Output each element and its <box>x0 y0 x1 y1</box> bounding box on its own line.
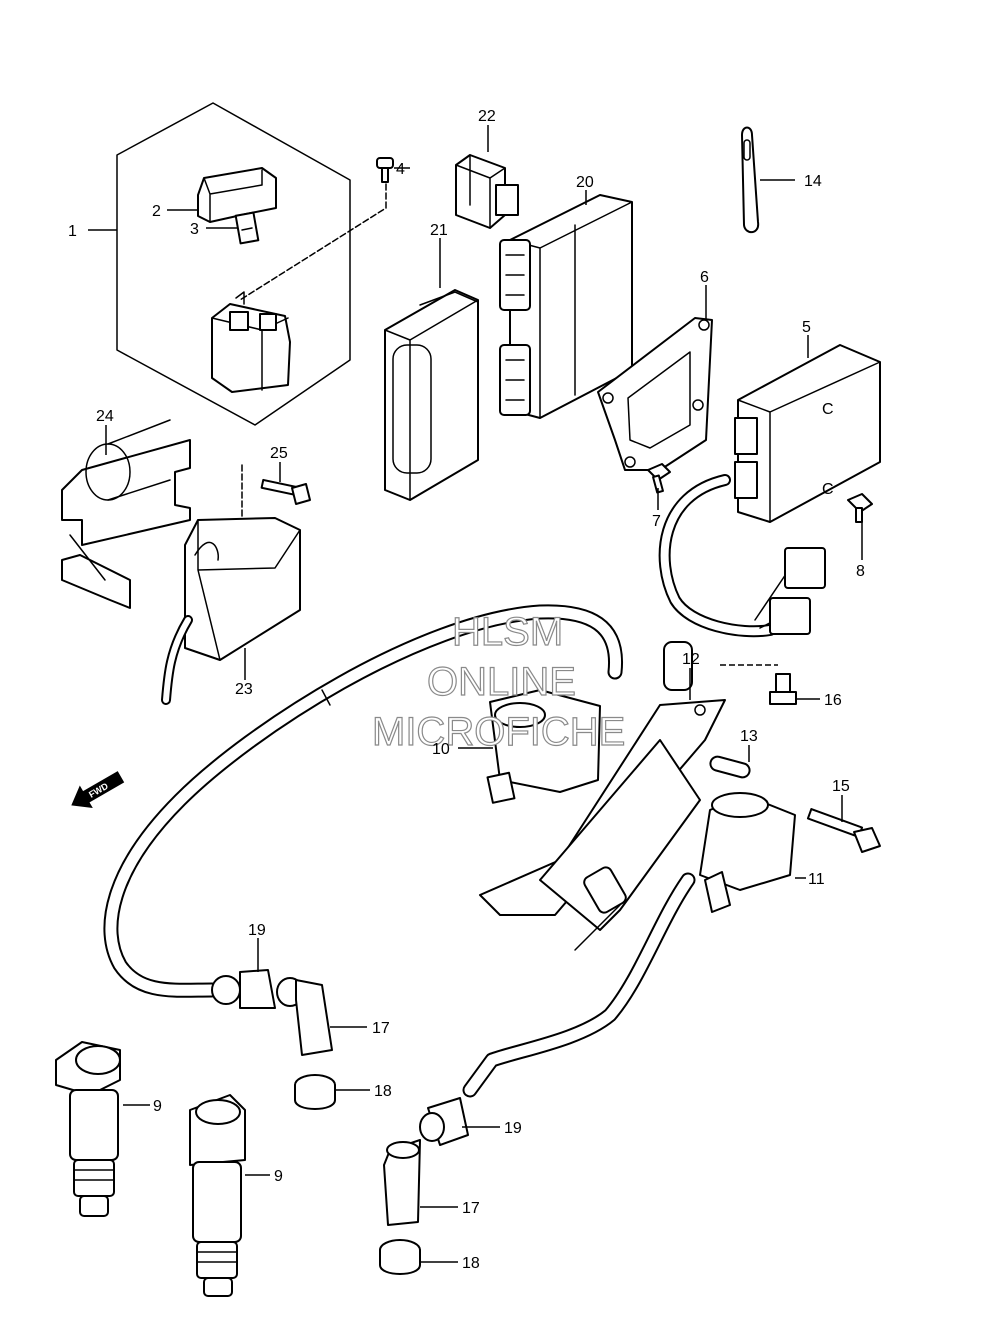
callout-18-right: 18 <box>462 1255 480 1272</box>
callout-11: 11 <box>808 871 825 888</box>
part-22-connector[interactable] <box>455 154 519 229</box>
part-17-plug-cap-left[interactable] <box>276 977 333 1056</box>
callout-2: 2 <box>152 203 161 220</box>
part-15-bolt[interactable] <box>806 808 881 853</box>
callout-13: 13 <box>740 728 758 745</box>
callout-17-left: 17 <box>372 1020 390 1037</box>
callout-7: 7 <box>652 513 661 530</box>
part-4-screw[interactable] <box>376 157 394 183</box>
part-24-holder[interactable] <box>61 419 191 609</box>
callout-14: 14 <box>804 173 822 190</box>
ht-lead-left <box>103 604 624 998</box>
part-7-bolt[interactable] <box>647 463 671 494</box>
callout-16: 16 <box>824 692 842 709</box>
part-13-spacer[interactable] <box>709 755 751 779</box>
callouts: 1 2 3 4 5 6 7 8 9 9 10 11 12 13 14 15 16… <box>68 108 865 1272</box>
callout-19-left: 19 <box>248 922 266 939</box>
part-12-bracket[interactable] <box>479 641 726 951</box>
callout-21: 21 <box>430 222 448 239</box>
watermark-line-3: MICROFICHE <box>372 710 625 754</box>
part-11-ignition-coil[interactable] <box>699 792 796 913</box>
callout-24: 24 <box>96 408 114 425</box>
callout-23: 23 <box>235 681 253 698</box>
callout-22: 22 <box>478 108 496 125</box>
callout-19-right: 19 <box>504 1120 522 1137</box>
part-2-fuse-cover[interactable] <box>197 167 277 223</box>
callout-12: 12 <box>682 651 700 668</box>
part-19-cap-right[interactable] <box>419 1097 469 1146</box>
part-23-module[interactable] <box>161 517 301 705</box>
leader-lines <box>88 125 863 1263</box>
fwd-arrow: FWD <box>71 771 125 809</box>
callout-6: 6 <box>700 269 709 286</box>
callout-5: 5 <box>802 319 811 336</box>
part-19-cap-left[interactable] <box>211 969 276 1009</box>
callout-15: 15 <box>832 778 850 795</box>
callout-9-left: 9 <box>153 1098 162 1115</box>
ht-lead-right <box>462 872 696 1098</box>
part-16-bolt[interactable] <box>769 673 797 705</box>
callout-17-right: 17 <box>462 1200 480 1217</box>
part-6-bracket[interactable] <box>597 317 713 471</box>
callout-1: 1 <box>68 223 77 240</box>
part-25-bolt[interactable] <box>260 478 311 505</box>
callout-18-left: 18 <box>374 1083 392 1100</box>
callout-10: 10 <box>432 741 450 758</box>
part-20-ecm[interactable] <box>499 194 633 419</box>
part-14-strap[interactable] <box>741 126 760 234</box>
part-21-ecm-case[interactable] <box>384 289 479 501</box>
watermark-line-1: HLSM <box>452 610 563 654</box>
watermark: HLSM ONLINE MICROFICHE <box>371 609 626 754</box>
part-10-ignition-coil[interactable] <box>486 689 601 804</box>
starter-relay[interactable] <box>211 291 291 393</box>
callout-9-right: 9 <box>274 1168 283 1185</box>
callout-4: 4 <box>396 161 405 178</box>
part-3-fuse[interactable] <box>234 211 260 245</box>
part-9-stick-coil-left[interactable] <box>55 1041 121 1217</box>
callout-20: 20 <box>576 174 594 191</box>
part-18-seal-left[interactable] <box>294 1074 336 1110</box>
module-mark-lower: C <box>822 481 834 498</box>
assembly-1-outline <box>116 102 351 426</box>
part-5-harness <box>658 474 826 638</box>
part-9-stick-coil-right[interactable] <box>189 1094 246 1297</box>
watermark-line-2: ONLINE <box>427 660 576 704</box>
part-5-control-unit[interactable]: C C <box>734 344 881 523</box>
part-8-bolt[interactable] <box>847 493 873 523</box>
callout-25: 25 <box>270 445 288 462</box>
part-18-seal-right[interactable] <box>379 1239 421 1275</box>
module-mark-upper: C <box>822 401 834 418</box>
callout-3: 3 <box>190 221 199 238</box>
callout-8: 8 <box>856 563 865 580</box>
part-4-dash-line <box>239 183 387 301</box>
part-17-plug-cap-right[interactable] <box>383 1139 421 1226</box>
